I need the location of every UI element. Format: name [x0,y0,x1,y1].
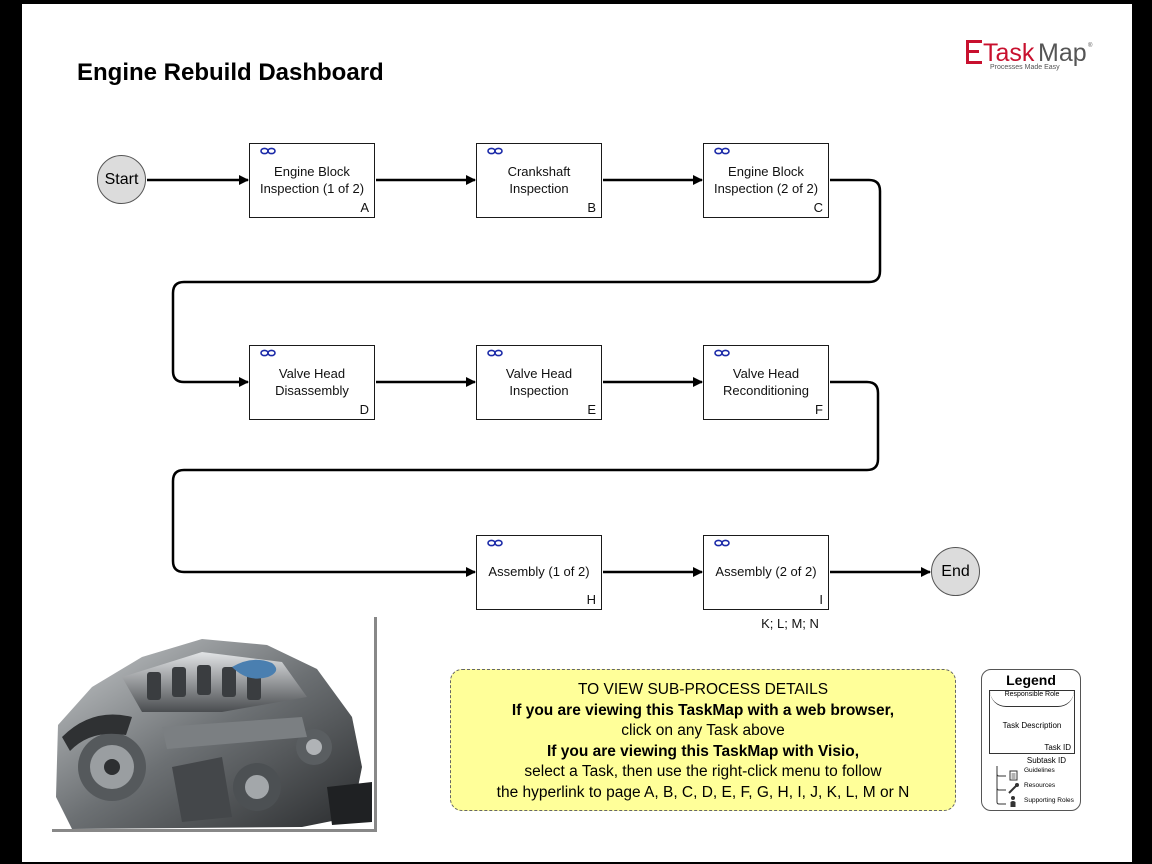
legend-task-box: Responsible Role Task Description Task I… [989,690,1075,754]
hyperlink-icon[interactable] [260,349,276,357]
task-description: Valve Head Reconditioning [722,366,809,398]
note-line: TO VIEW SUB-PROCESS DETAILS [577,681,829,698]
hyperlink-icon[interactable] [260,147,276,155]
task-f[interactable]: Valve Head Reconditioning F [703,345,829,420]
supporting-roles-icon [1010,796,1016,807]
legend-task-description: Task Description [1002,721,1062,730]
task-b[interactable]: Crankshaft Inspection B [476,143,602,218]
note-line: click on any Task above [621,722,785,739]
instructions-note: TO VIEW SUB-PROCESS DETAILS If you are v… [450,669,956,811]
task-id: A [360,200,369,215]
task-description: Assembly (1 of 2) [488,564,590,579]
start-node: Start [97,155,146,204]
legend-branch-lines [996,766,1019,807]
task-d[interactable]: Valve Head Disassembly D [249,345,375,420]
task-a[interactable]: Engine Block Inspection (1 of 2) A [249,143,375,218]
end-node: End [931,547,980,596]
task-id: B [587,200,596,215]
task-e[interactable]: Valve Head Inspection E [476,345,602,420]
legend-guidelines: Guidelines [1024,767,1055,774]
task-h[interactable]: Assembly (1 of 2) H [476,535,602,610]
engine-photo [52,617,377,832]
task-id: D [359,402,369,417]
subtask-ids: K; L; M; N [761,616,819,631]
task-description: Valve Head Inspection [505,366,573,398]
legend: Legend Responsible Role Task Description… [981,669,1081,811]
note-line: the hyperlink to page A, B, C, D, E, F, … [496,783,910,801]
hyperlink-icon[interactable] [487,539,503,547]
task-id: C [813,200,823,215]
hyperlink-icon[interactable] [487,349,503,357]
legend-supporting-roles: Supporting Roles [1024,797,1074,804]
note-line: If you are viewing this TaskMap with a w… [511,701,895,719]
legend-task-id: Task ID [1044,743,1071,752]
legend-subtask-id: Subtask ID [1026,756,1066,765]
hyperlink-icon[interactable] [714,539,730,547]
task-description: Engine Block Inspection (1 of 2) [259,164,365,196]
task-id: F [815,402,823,417]
legend-resources: Resources [1024,782,1056,789]
resources-icon [1008,783,1019,794]
task-id: I [819,592,823,607]
hyperlink-icon[interactable] [487,147,503,155]
svg-text:®: ® [1088,42,1093,49]
connector-f-h [171,380,880,577]
legend-title: Legend [1006,672,1056,688]
task-description: Crankshaft Inspection [507,164,571,196]
task-i[interactable]: Assembly (2 of 2) I [703,535,829,610]
page-title: Engine Rebuild Dashboard [77,59,384,86]
note-line: select a Task, then use the right-click … [524,763,882,780]
connector-c-d [171,178,882,387]
task-c[interactable]: Engine Block Inspection (2 of 2) C [703,143,829,218]
note-line: If you are viewing this TaskMap with Vis… [546,742,860,760]
taskmap-logo: Task Map ® Processes Made Easy [966,39,1093,71]
legend-responsible-role: Responsible Role [990,691,1074,707]
task-description: Valve Head Disassembly [275,366,349,398]
hyperlink-icon[interactable] [714,147,730,155]
svg-text:Map: Map [1038,39,1087,67]
task-id: H [586,592,596,607]
task-id: E [587,402,596,417]
svg-text:Task: Task [983,39,1035,67]
task-description: Engine Block Inspection (2 of 2) [713,164,819,196]
guidelines-icon [1009,770,1018,781]
task-description: Assembly (2 of 2) [715,564,817,579]
hyperlink-icon[interactable] [714,349,730,357]
svg-text:Processes Made Easy: Processes Made Easy [990,64,1060,71]
